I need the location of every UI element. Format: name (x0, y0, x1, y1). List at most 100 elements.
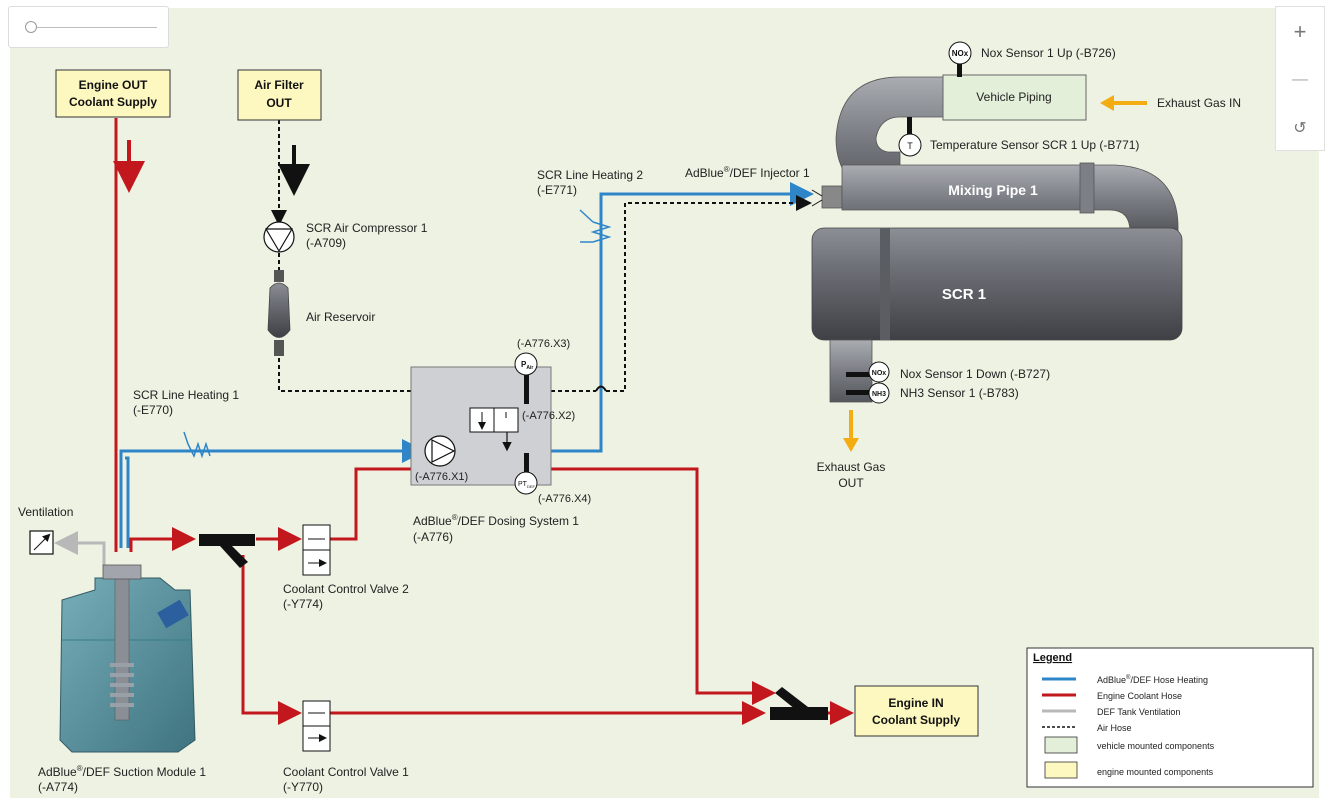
pair-sensor-stem (524, 374, 529, 404)
zoom-slider-track[interactable] (31, 27, 157, 28)
nox-up-stem (957, 60, 962, 77)
nox-up-sensor-label: NOx (952, 49, 969, 58)
dosing-valve-symbol (469, 407, 519, 433)
line-heating-2-symbol (579, 209, 612, 243)
exhaust-out-label-2: OUT (838, 476, 864, 490)
engine-out-label-1: Engine OUT (79, 78, 148, 92)
ventilation-label: Ventilation (18, 505, 73, 519)
exhaust-out-label-1: Exhaust Gas (817, 460, 886, 474)
nox-up-label: Nox Sensor 1 Up (-B726) (981, 46, 1116, 60)
pair-sensor (514, 352, 538, 376)
vehicle-piping-box (942, 74, 1087, 121)
ccv2-label-2: (-Y774) (283, 597, 323, 611)
dosing-pump-triangle (431, 439, 456, 463)
nox-down-sensor-label: NOx (872, 370, 887, 377)
legend-item-3: Air Hose (1097, 723, 1132, 733)
nox-up-sensor (948, 41, 972, 65)
zoom-slider[interactable] (8, 6, 169, 48)
air-reservoir-label: Air Reservoir (306, 310, 375, 324)
suction-module-tank (59, 564, 196, 753)
legend-swatch-engine (1044, 761, 1078, 779)
engine-out-label-2: Coolant Supply (69, 95, 157, 109)
air-compressor-triangle (264, 228, 294, 253)
zoom-in-button[interactable]: + (1293, 19, 1307, 44)
pair-sensor-label: PAir (521, 360, 533, 371)
ccv1-symbol (302, 700, 331, 752)
ccv1-label-1: Coolant Control Valve 1 (283, 765, 409, 779)
scr-body (811, 227, 1183, 341)
air-compressor-symbol (263, 221, 295, 253)
injector-label: AdBlue®/DEF Injector 1 (685, 165, 810, 180)
ccv2-symbol (302, 524, 331, 576)
red-hose-to-splitter (129, 527, 196, 552)
zoom-out-button[interactable]: — (1292, 71, 1308, 88)
nh3-sensor (868, 382, 890, 404)
zoom-slider-handle[interactable] (25, 21, 37, 33)
engine-in-box (854, 685, 979, 737)
legend-item-1: Engine Coolant Hose (1097, 691, 1182, 701)
vent-hose (54, 531, 106, 565)
red-hose-dosing-to-return (551, 467, 776, 705)
dosing-label: AdBlue®/DEF Dosing System 1 (413, 513, 579, 528)
air-filter-label-1: Air Filter (254, 78, 304, 92)
suction-id-label: (-A774) (38, 780, 78, 794)
scr-label: SCR 1 (942, 286, 986, 303)
dosing-id-label: (-A776) (413, 530, 453, 544)
engine-out-box (55, 69, 171, 118)
legend-item-4: vehicle mounted components (1097, 741, 1215, 751)
nh3-sensor-label: NH3 (872, 391, 886, 398)
ccv2-label-1: Coolant Control Valve 2 (283, 582, 409, 596)
line-heating-2-label-2: (-E771) (537, 183, 577, 197)
air-hose-crossover (595, 385, 607, 392)
nox-down-stem (846, 372, 872, 377)
line-heating-1-symbol (183, 431, 211, 459)
ptdef-sensor-label: PTDEF (518, 481, 536, 489)
x1-label: (-A776.X1) (415, 471, 468, 483)
ptdef-sensor (514, 471, 538, 495)
reset-view-button[interactable]: ↺ (1293, 120, 1307, 137)
blue-hose-tank-to-pump (119, 439, 426, 548)
dosing-pump-symbol (424, 435, 456, 467)
x2-label: (-A776.X2) (522, 410, 575, 422)
ptdef-sensor-stem (524, 453, 529, 475)
legend: Legend AdBlue®/DEF Hose Heating Engine C… (1026, 647, 1314, 788)
nh3-stem (846, 390, 872, 395)
suction-label: AdBlue®/DEF Suction Module 1 (38, 764, 206, 779)
compressor-label-1: SCR Air Compressor 1 (306, 221, 428, 235)
compressor-label-2: (-A709) (306, 236, 346, 250)
temp-sensor-stem (907, 117, 912, 137)
ventilation-symbol (29, 530, 54, 555)
red-hose-ccv2-to-dosing (330, 467, 411, 541)
scr-band (880, 228, 890, 340)
temp-sensor-letter: T (907, 141, 913, 151)
engine-in-label-2: Coolant Supply (872, 713, 960, 727)
temp-sensor (898, 133, 922, 157)
exhaust-out-arrowhead (843, 438, 859, 452)
nox-down-sensor (868, 361, 890, 383)
ccv1-label-2: (-Y770) (283, 780, 323, 794)
line-heating-2-label-1: SCR Line Heating 2 (537, 168, 643, 182)
zoom-controls: + — ↺ (1275, 6, 1325, 151)
legend-item-2: DEF Tank Ventilation (1097, 707, 1180, 717)
exhaust-in-arrowhead (1100, 95, 1114, 111)
temp-sensor-label: Temperature Sensor SCR 1 Up (-B771) (930, 138, 1139, 152)
mixing-pipe-flange (1079, 162, 1095, 214)
mixing-pipe-label: Mixing Pipe 1 (948, 182, 1038, 198)
legend-title: Legend (1033, 652, 1072, 664)
legend-swatch-vehicle (1044, 736, 1078, 754)
coolant-splitter (199, 534, 255, 568)
line-heating-1-label-1: SCR Line Heating 1 (133, 388, 239, 402)
legend-item-0: AdBlue®/DEF Hose Heating (1097, 674, 1208, 685)
legend-item-5: engine mounted components (1097, 767, 1214, 777)
nh3-label: NH3 Sensor 1 (-B783) (900, 386, 1019, 400)
air-hose-to-injector (606, 195, 812, 392)
line-heating-1-label-2: (-E770) (133, 403, 173, 417)
x4-label: (-A776.X4) (538, 493, 591, 505)
red-hose-to-ccv1 (241, 555, 302, 725)
coolant-joiner (770, 687, 828, 720)
air-filter-label-2: OUT (266, 96, 292, 110)
vehicle-piping-label: Vehicle Piping (976, 90, 1051, 104)
blue-hose-pump-to-injector (125, 456, 130, 548)
